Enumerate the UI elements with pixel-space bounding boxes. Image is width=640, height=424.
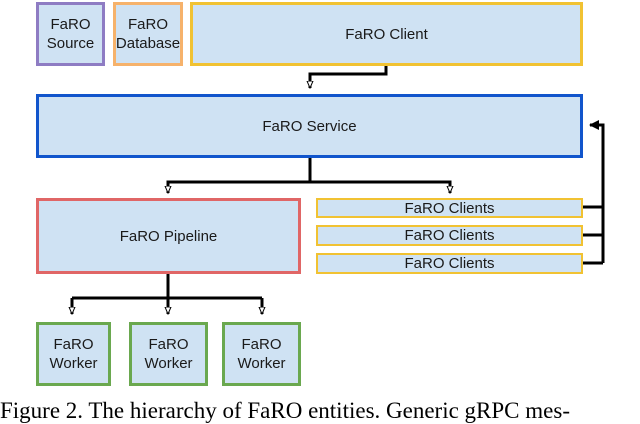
node-faro-source-label: FaRO Source <box>46 16 95 52</box>
edge-client-to-service <box>310 66 388 88</box>
figure-caption: Figure 2. The hierarchy of FaRO entities… <box>0 398 570 423</box>
edge-clients-to-service <box>589 120 605 263</box>
node-faro-clients-2-label: FaRO Clients <box>404 227 495 244</box>
node-faro-pipeline: FaRO Pipeline <box>36 198 301 274</box>
node-faro-worker-3-label: FaRO Worker <box>237 336 286 372</box>
node-faro-service-label: FaRO Service <box>262 117 357 135</box>
node-faro-clients-3-label: FaRO Clients <box>404 255 495 272</box>
node-faro-database: FaRO Database <box>113 2 183 66</box>
node-faro-clients-1-label: FaRO Clients <box>404 199 495 217</box>
node-faro-client-label: FaRO Client <box>345 25 428 43</box>
node-faro-pipeline-label: FaRO Pipeline <box>119 227 218 245</box>
node-faro-source: FaRO Source <box>36 2 105 66</box>
node-faro-client: FaRO Client <box>190 2 583 66</box>
edge-service-to-pipeline <box>168 158 312 193</box>
node-faro-clients-2: FaRO Clients <box>316 225 583 246</box>
node-faro-database-label: FaRO Database <box>115 16 181 52</box>
node-faro-worker-2-label: FaRO Worker <box>144 336 193 372</box>
node-faro-worker-3: FaRO Worker <box>222 322 301 386</box>
node-faro-clients-1: FaRO Clients <box>316 198 583 218</box>
node-faro-worker-2: FaRO Worker <box>129 322 208 386</box>
edge-service-to-clients <box>310 180 450 193</box>
node-faro-service: FaRO Service <box>36 94 583 158</box>
node-faro-clients-3: FaRO Clients <box>316 253 583 274</box>
node-faro-worker-1-label: FaRO Worker <box>49 336 98 372</box>
node-faro-worker-1: FaRO Worker <box>36 322 111 386</box>
